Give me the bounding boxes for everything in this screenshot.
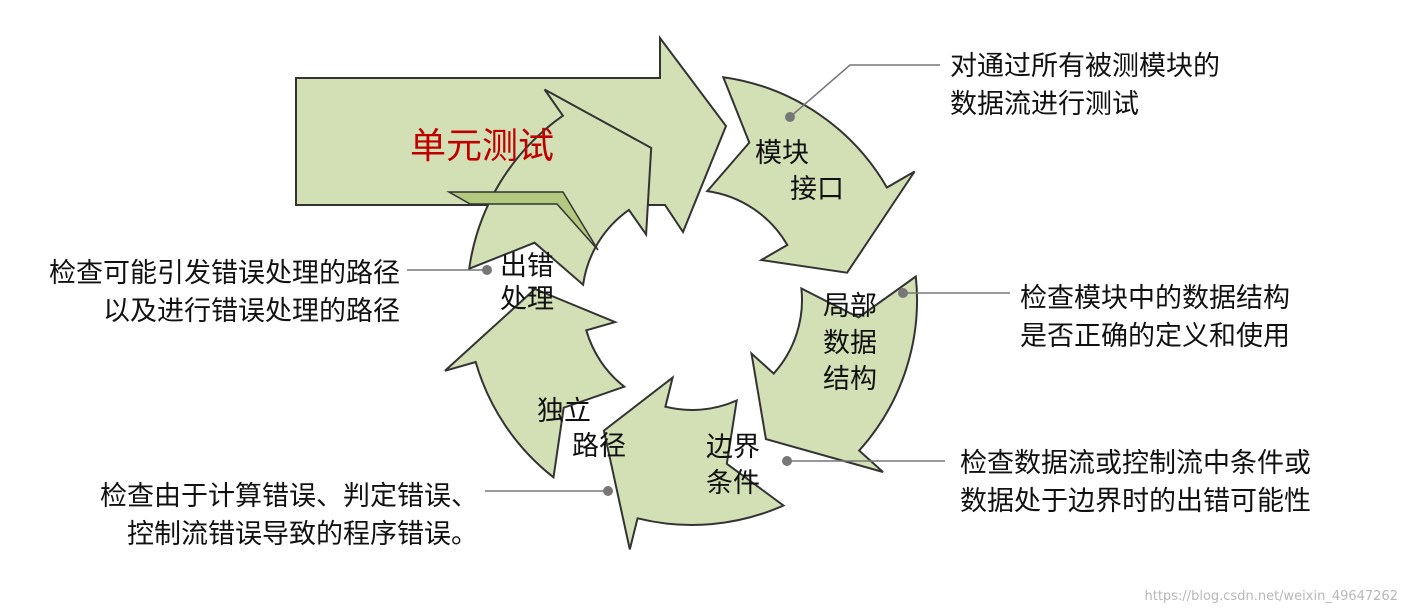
note-error-handling-line1: 检查可能引发错误处理的路径 bbox=[49, 258, 400, 289]
note-module-interface-line1: 对通过所有被测模块的 bbox=[950, 51, 1220, 82]
step-boundary-line2: 条件 bbox=[706, 468, 760, 499]
step-error-handling-line2: 处理 bbox=[500, 284, 554, 315]
arrow-error-handling bbox=[467, 88, 653, 287]
note-error-handling-line2: 以及进行错误处理的路径 bbox=[103, 296, 400, 327]
watermark: https://blog.csdn.net/weixin_49647262 bbox=[1144, 589, 1398, 604]
leader-lines bbox=[407, 64, 1010, 492]
step-independent-path-line1: 独立 bbox=[537, 396, 591, 427]
note-independent-path-line1: 检查由于计算错误、判定错误、 bbox=[100, 481, 478, 512]
main-title: 单元测试 bbox=[410, 126, 554, 167]
arrow-boundary bbox=[602, 375, 786, 550]
arrow-module-interface bbox=[705, 75, 916, 274]
step-module-interface-line2: 接口 bbox=[790, 174, 844, 205]
step-module-interface-line1: 模块 bbox=[755, 138, 809, 169]
note-independent-path-line2: 控制流错误导致的程序错误。 bbox=[127, 519, 478, 550]
note-boundary-line2: 数据处于边界时的出错可能性 bbox=[960, 486, 1311, 517]
step-local-data-line1: 局部 bbox=[823, 291, 877, 322]
step-local-data-line3: 结构 bbox=[823, 364, 877, 395]
step-error-handling-line1: 出错 bbox=[500, 251, 554, 282]
step-independent-path-line2: 路径 bbox=[572, 431, 626, 462]
arrow-independent-path bbox=[444, 287, 627, 480]
note-boundary-line1: 检查数据流或控制流中条件或 bbox=[960, 448, 1311, 479]
arrow-overlap-patch bbox=[446, 191, 599, 251]
step-boundary-line1: 边界 bbox=[706, 432, 760, 463]
note-local-data-line2: 是否正确的定义和使用 bbox=[1020, 321, 1290, 352]
step-local-data-line2: 数据 bbox=[823, 328, 877, 359]
note-module-interface-line2: 数据流进行测试 bbox=[950, 89, 1139, 120]
leader-dots bbox=[482, 112, 908, 496]
note-local-data-line1: 检查模块中的数据结构 bbox=[1020, 283, 1290, 314]
